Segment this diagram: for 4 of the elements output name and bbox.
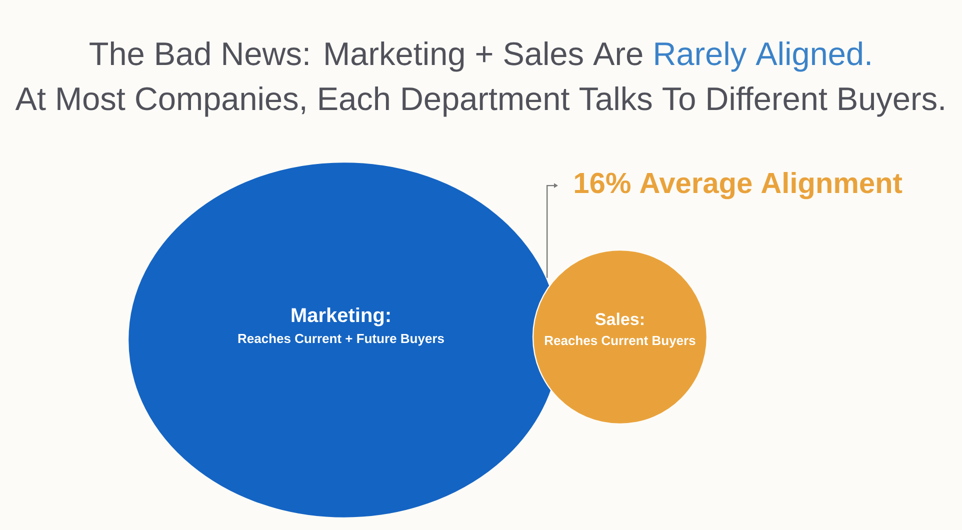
heading-text: At Most Companies, Each Department Talks To Different Buyers. <box>15 86 944 117</box>
callout-text: 16% Average Alignment <box>575 172 902 200</box>
highlighted-heading-text: Rarely Aligned. <box>655 41 870 72</box>
heading-text: The Bad News: Marketing + Sales Are <box>90 41 642 72</box>
